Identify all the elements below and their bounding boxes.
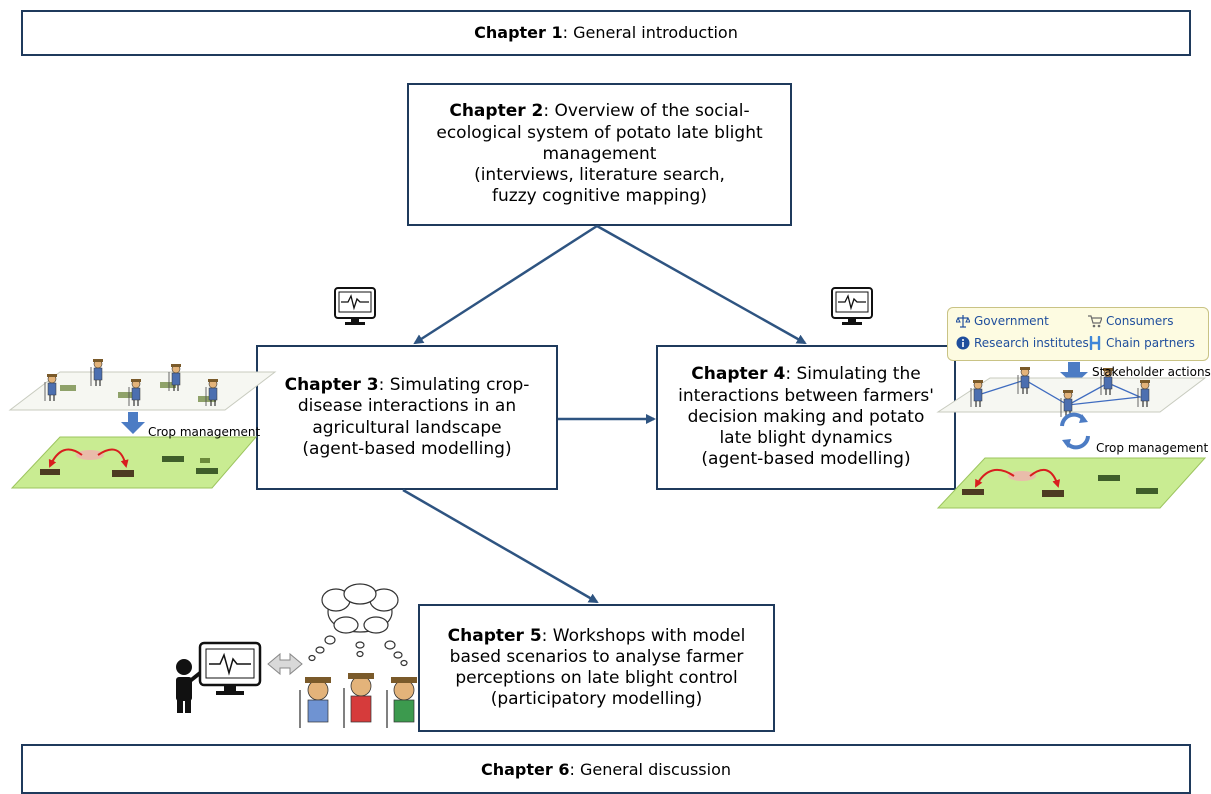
chapter-4-text: : Simulating the [785, 364, 921, 385]
legend-research-institutes: Research institutes [974, 336, 1089, 350]
field-plane [10, 436, 258, 489]
shopping-cart-icon [1088, 314, 1102, 328]
chain-link-icon [1088, 336, 1102, 350]
computer-monitor-icon [831, 287, 873, 326]
chapter-4-box: Chapter 4: Simulating the interactions b… [656, 345, 956, 490]
chapter-1-title: Chapter 1 [474, 23, 563, 42]
chapter-2-line: (interviews, literature search, [474, 165, 725, 186]
arrow-ch3-to-ch5 [402, 488, 599, 604]
chapter-3-line: disease interactions in an [297, 396, 517, 417]
chapter-3-text: : Simulating crop- [378, 375, 530, 395]
arrow-ch2-to-ch4 [596, 224, 807, 345]
chapter-5-line: (participatory modelling) [490, 689, 703, 710]
chapter-5-line: based scenarios to analyse farmer [449, 646, 744, 667]
chapter-6-title: Chapter 6 [480, 760, 570, 779]
computer-monitor-icon [334, 287, 376, 326]
chapter-4-line: decision making and potato [687, 406, 925, 427]
chapter-2-line: fuzzy cognitive mapping) [492, 186, 707, 207]
legend-consumers: Consumers [1106, 314, 1174, 328]
chapter-5-box: Chapter 5: Workshops with model based sc… [418, 604, 775, 732]
chapter-3-title: Chapter 3 [284, 375, 379, 395]
crop-management-label: Crop management [1096, 441, 1209, 455]
stakeholder-legend: Government Consumers Research institutes… [947, 307, 1209, 361]
farmer-group-icon [299, 673, 417, 728]
disease-spread-arrow [48, 448, 83, 468]
chapter-1-text: : General introduction [562, 23, 738, 42]
disease-spread-arrow [1029, 468, 1061, 488]
stakeholder-actions-label: Stakeholder actions [1092, 365, 1211, 379]
double-arrow-icon [267, 652, 303, 676]
thought-bubble-icon [308, 583, 408, 667]
chapter-5-title: Chapter 5 [447, 625, 542, 646]
person-icon [176, 659, 207, 713]
disease-spread-arrow [975, 468, 1015, 488]
chapter-1-box: Chapter 1: General introduction [21, 10, 1191, 56]
chapter-2-line: management [542, 143, 657, 164]
chapter-2-box: Chapter 2: Overview of the social- ecolo… [407, 83, 792, 226]
chapter-5-line: perceptions on late blight control [455, 668, 738, 688]
chapter-4-line: late blight dynamics [719, 428, 893, 449]
disease-spread-arrow [97, 448, 129, 468]
down-arrow-icon [121, 412, 145, 434]
computer-monitor-icon [198, 641, 262, 695]
chapter-3-line: agricultural landscape [312, 417, 502, 438]
network-links [977, 379, 1143, 406]
info-icon [956, 336, 970, 350]
chapter-2-text: : Overview of the social- [543, 101, 750, 122]
scales-icon [956, 314, 970, 328]
chapter-4-title: Chapter 4 [691, 364, 786, 385]
chapter-3-box: Chapter 3: Simulating crop- disease inte… [256, 345, 558, 490]
chapter-2-line: ecological system of potato late blight [436, 122, 763, 143]
chapter-5-text: : Workshops with model [541, 625, 746, 646]
down-arrow-icon [1060, 362, 1088, 385]
chapter-4-line: (agent-based modelling) [701, 449, 911, 470]
crop-management-label: Crop management [148, 425, 261, 439]
chapter-6-text: : General discussion [569, 760, 732, 779]
legend-chain-partners: Chain partners [1106, 336, 1195, 350]
chapter-2-title: Chapter 2 [449, 101, 544, 122]
chapter-3-line: (agent-based modelling) [302, 438, 512, 459]
legend-government: Government [974, 314, 1049, 328]
arrow-ch2-to-ch3 [413, 224, 598, 345]
chapter-4-line: interactions between farmers' [678, 385, 934, 406]
